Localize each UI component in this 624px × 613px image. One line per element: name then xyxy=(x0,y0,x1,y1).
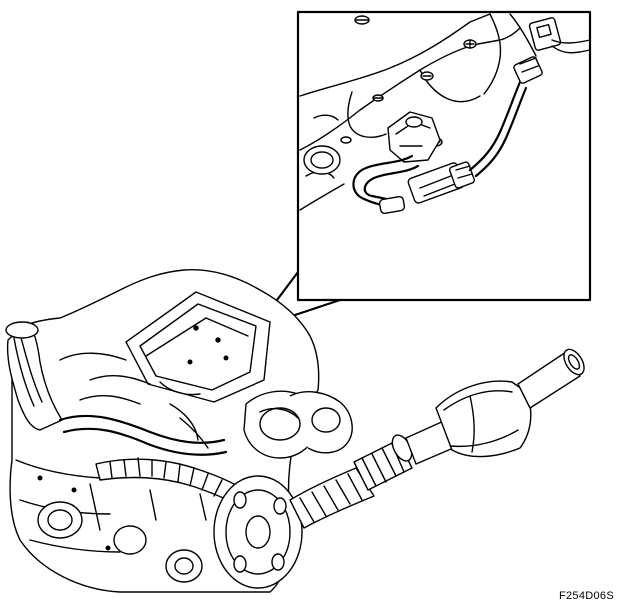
inset-sensor-tube xyxy=(468,56,543,178)
inset-electrical-connector xyxy=(528,17,591,54)
inset-bolt xyxy=(420,71,434,81)
exhaust-downpipe xyxy=(289,467,375,529)
inset-sensor-fitting xyxy=(407,161,476,204)
exhaust-system xyxy=(289,348,585,529)
exhaust-manifold xyxy=(243,390,353,459)
inset-bolt xyxy=(354,15,370,25)
engine-assembly xyxy=(5,268,353,593)
engine-block-lower xyxy=(15,459,207,583)
inset-bolt xyxy=(340,136,352,144)
figure-reference-code: F254D06S xyxy=(559,590,614,602)
inset-pipe-loop xyxy=(352,154,420,215)
inset-bolt xyxy=(372,94,384,102)
crank-pulley xyxy=(213,475,303,589)
inset-port-opening xyxy=(303,145,341,175)
inset-engine-casting xyxy=(299,13,537,211)
inset-bolt xyxy=(463,39,477,49)
catalytic-converter xyxy=(435,380,532,458)
detail-inset xyxy=(296,10,592,302)
inset-valve-body xyxy=(387,111,441,163)
engine-hoses xyxy=(58,352,228,456)
engine-cover xyxy=(125,291,271,403)
exhaust-tailpipe xyxy=(517,348,585,409)
